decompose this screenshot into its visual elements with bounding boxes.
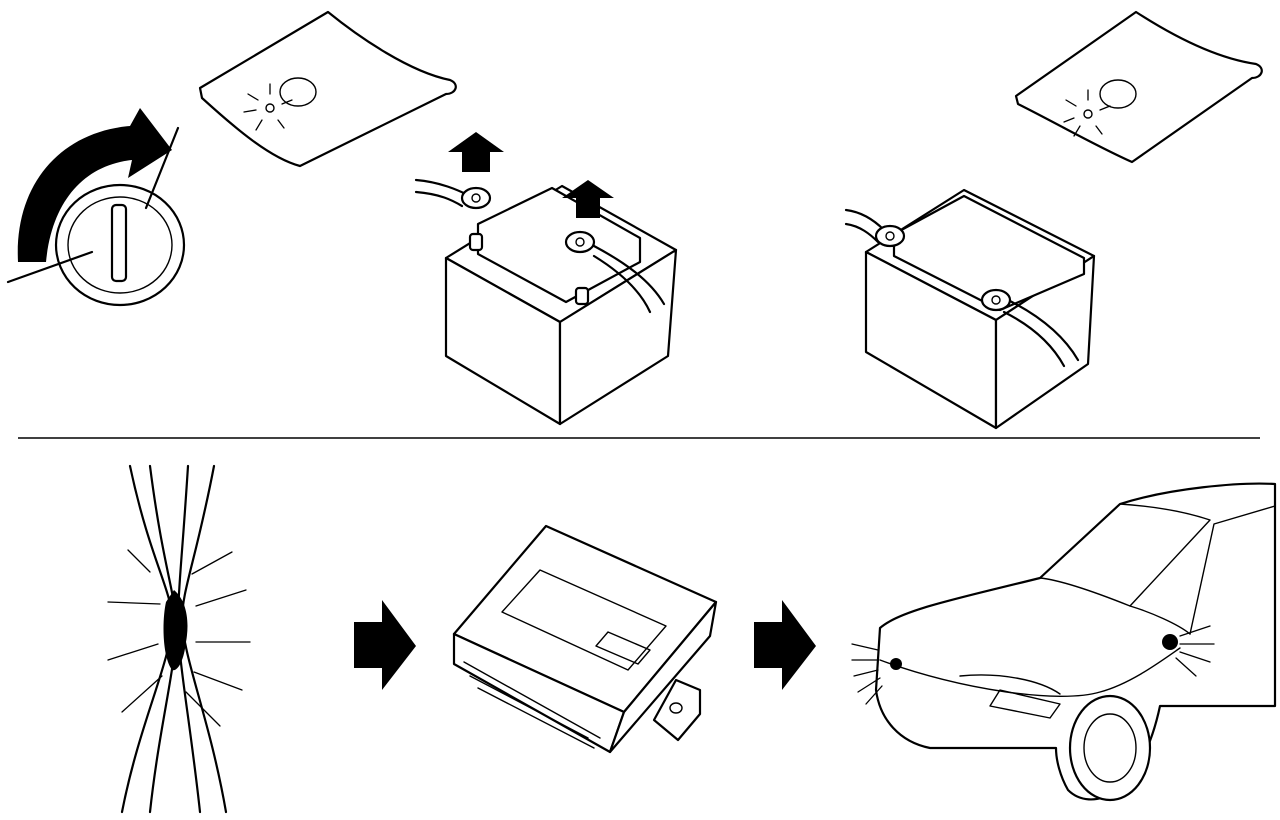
right-arrow-icon bbox=[754, 600, 816, 690]
sensor-highlight-rays bbox=[851, 625, 1215, 705]
up-arrow-icon bbox=[562, 180, 614, 218]
lamp-glow-rays bbox=[1063, 89, 1111, 137]
ignition-key-turn-icon bbox=[6, 108, 186, 307]
car-front-icon bbox=[851, 482, 1277, 802]
right-arrow-icon bbox=[354, 600, 416, 690]
warning-lamp-icon bbox=[1014, 10, 1263, 164]
warning-lamp-icon bbox=[198, 10, 457, 168]
chafed-wire-icon bbox=[107, 464, 251, 814]
battery-terminals-removed-icon bbox=[414, 132, 678, 426]
lamp-glow-rays bbox=[243, 83, 293, 131]
connector-pins bbox=[469, 675, 595, 749]
up-arrow-icon bbox=[448, 132, 504, 172]
damage-highlight-rays bbox=[107, 549, 251, 727]
battery-connected-icon bbox=[844, 188, 1096, 430]
control-module-icon bbox=[452, 524, 718, 754]
